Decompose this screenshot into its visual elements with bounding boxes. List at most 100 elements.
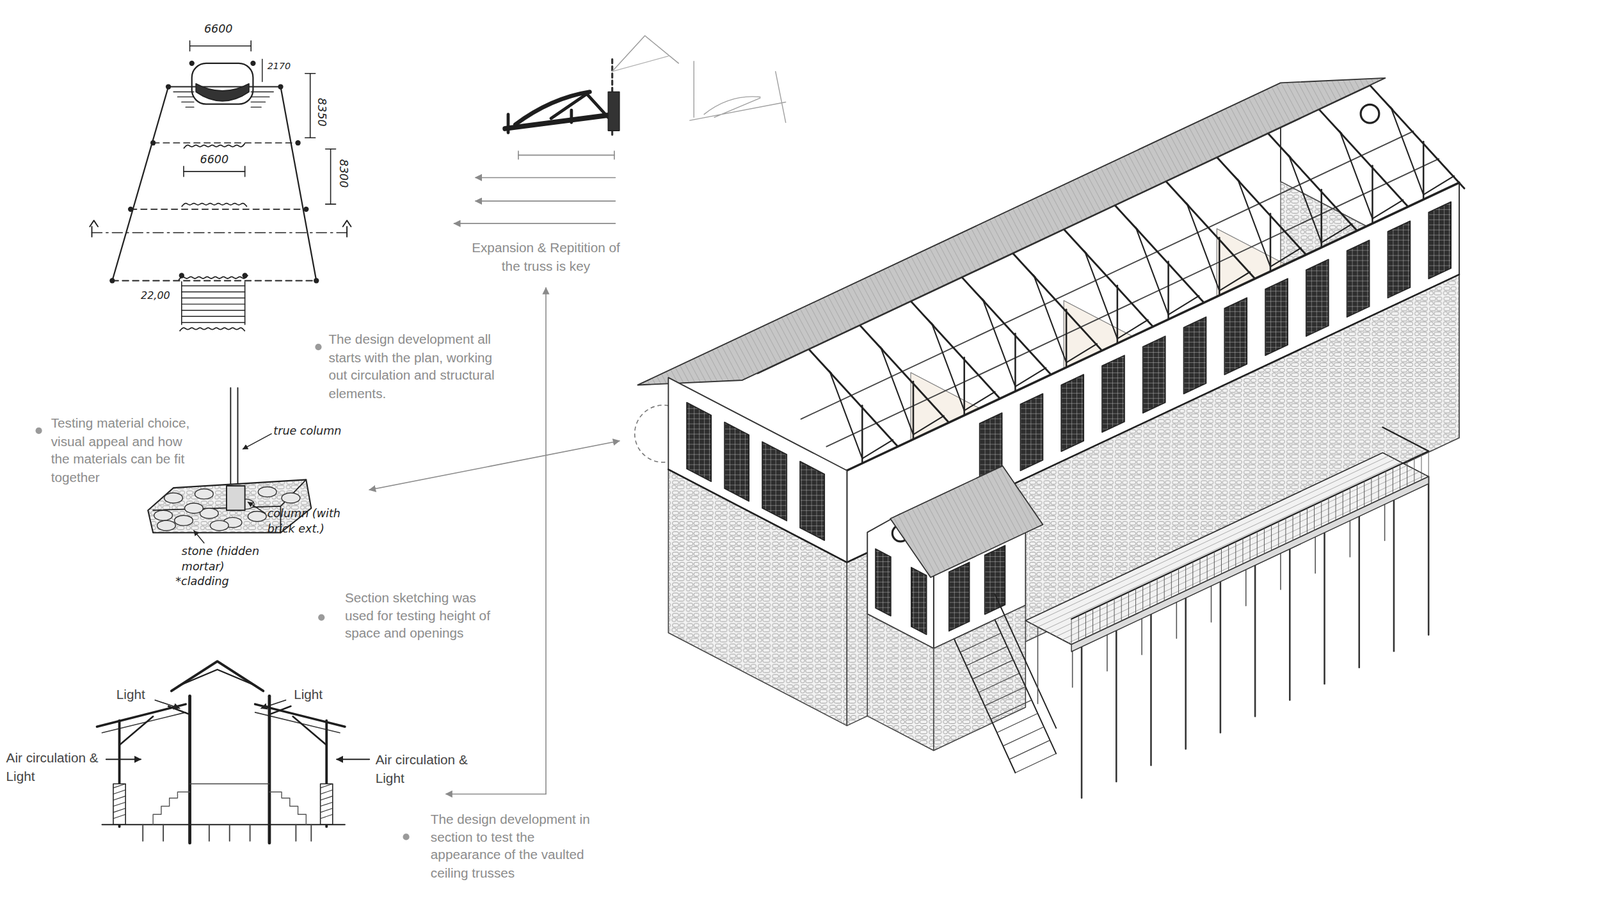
deck-post	[1150, 606, 1152, 765]
stone	[184, 503, 204, 514]
window	[724, 421, 749, 502]
annotation-note: Testing material choice, visual appeal a…	[51, 414, 194, 486]
truss-brace	[551, 94, 608, 119]
stair-tread	[966, 646, 1008, 666]
leader-arrow	[446, 793, 546, 795]
plan-edge	[280, 87, 317, 281]
wall-hatch	[320, 808, 333, 813]
deck-post	[1254, 558, 1257, 717]
truss-sketch	[454, 35, 786, 224]
baluster	[1299, 511, 1301, 537]
window	[1265, 278, 1288, 356]
column-dot	[295, 140, 301, 146]
pile	[310, 824, 312, 841]
baluster	[1085, 612, 1087, 639]
dimension-tick	[250, 40, 252, 52]
stair-line	[173, 91, 194, 93]
plan-edge	[168, 86, 281, 88]
wall-hatch	[320, 789, 333, 794]
deck-rail	[1382, 426, 1429, 451]
column-dot	[165, 83, 171, 89]
pile	[249, 824, 251, 841]
truss-brace	[1390, 107, 1424, 196]
wall-squiggle	[181, 203, 248, 207]
pile	[295, 824, 297, 841]
deck-post	[1080, 639, 1083, 798]
bullet-dot	[314, 343, 322, 351]
deck	[1025, 452, 1429, 645]
light-arrow	[261, 700, 286, 709]
annotation-graphics	[35, 288, 692, 841]
deck-board	[1037, 458, 1395, 627]
rafter	[1166, 181, 1261, 285]
baluster	[1392, 467, 1394, 494]
window	[1102, 355, 1125, 432]
column-dot	[250, 60, 256, 66]
deck-post	[1358, 509, 1360, 668]
plan-section-line	[91, 232, 347, 234]
rafter	[910, 300, 1005, 404]
stair-line	[181, 303, 246, 304]
window	[1143, 336, 1166, 413]
truss-brace	[515, 91, 590, 125]
truss-brace	[982, 298, 1016, 387]
stair-line	[250, 96, 270, 98]
stair-tread	[984, 686, 1026, 706]
deck-post	[1115, 623, 1118, 782]
deck-board	[1050, 465, 1408, 633]
baluster	[1207, 554, 1208, 581]
span-line	[518, 154, 615, 157]
rafter	[859, 325, 954, 429]
bullet-dot	[318, 614, 325, 621]
porch-roof	[890, 465, 1043, 578]
baluster	[1235, 541, 1236, 568]
wall-hatch	[320, 783, 333, 788]
dimension-tick	[325, 148, 336, 150]
repetition-arrow	[454, 222, 616, 224]
bullet-dot	[35, 427, 42, 434]
true-column	[237, 387, 239, 488]
stone	[281, 492, 301, 504]
wall-hatch	[113, 796, 126, 800]
window	[800, 461, 825, 541]
baluster	[1271, 524, 1272, 551]
truss-tie	[974, 290, 985, 301]
wall-hatch	[320, 796, 333, 800]
truss-tie	[1178, 195, 1190, 206]
section-wall	[113, 783, 126, 825]
light-arrow	[154, 700, 180, 709]
rafter	[808, 348, 904, 452]
deck-edge	[1071, 476, 1429, 652]
plan-edge	[112, 87, 169, 281]
truss-brace	[1033, 275, 1067, 363]
dimension-tick	[305, 72, 316, 75]
baluster	[1356, 484, 1358, 511]
material-label: stone (hidden mortar)	[181, 544, 272, 575]
stair-line	[181, 316, 246, 317]
stair-tread	[997, 713, 1039, 733]
wall-hatch	[320, 814, 333, 818]
baluster	[1264, 528, 1265, 554]
wall-squiggle	[178, 275, 248, 281]
baluster	[1378, 474, 1380, 500]
dimension-label: 8300	[334, 159, 351, 189]
stair-line	[181, 101, 194, 103]
leader-arrow	[545, 288, 547, 795]
baluster	[1349, 487, 1351, 514]
column-dot	[277, 83, 283, 89]
rafter	[1267, 133, 1362, 237]
dimension-line	[330, 149, 332, 205]
baluster	[1221, 548, 1222, 575]
dimension-label: 6600	[204, 22, 233, 38]
window	[762, 441, 787, 521]
truss-brace	[1136, 227, 1169, 315]
baluster	[1200, 558, 1201, 585]
baluster	[1106, 602, 1108, 628]
stair-edge	[181, 281, 183, 325]
column-base	[226, 485, 246, 511]
annotation-note: Expansion & Repitition of the truss is k…	[464, 238, 628, 275]
stair-tread	[1002, 726, 1044, 746]
deck-post	[1037, 616, 1039, 704]
deck-board	[1056, 468, 1414, 637]
stone	[164, 492, 184, 504]
